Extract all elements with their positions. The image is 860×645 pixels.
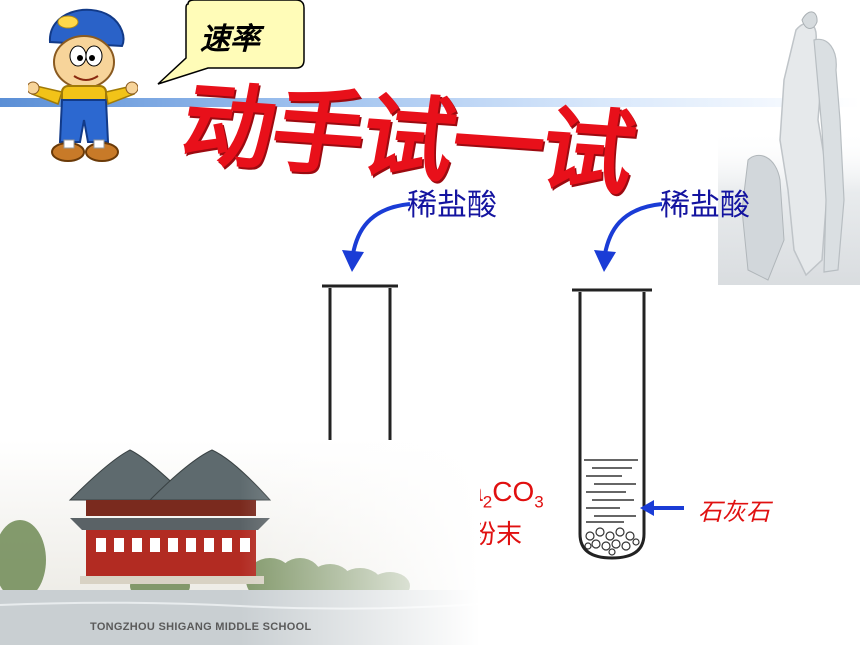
bubble-text: 速率 — [200, 22, 260, 57]
arrow-icon-left — [342, 202, 411, 272]
cartoon-boy-image — [28, 8, 138, 162]
header-stripe — [0, 98, 860, 107]
arrow-icon-right — [594, 202, 663, 272]
test-tube-right — [572, 288, 652, 560]
school-name: TONGZHOU SHIGANG MIDDLE SCHOOL — [90, 621, 312, 633]
limestone-label: 石灰石 — [698, 498, 770, 526]
pointer-arrow-icon-right — [640, 500, 684, 516]
sculpture-image — [718, 11, 860, 285]
pavilion-scenery-image — [0, 440, 480, 645]
speech-bubble — [157, 0, 305, 85]
acid-label-right: 稀盐酸 — [660, 188, 750, 223]
acid-label-left: 稀盐酸 — [407, 188, 497, 223]
